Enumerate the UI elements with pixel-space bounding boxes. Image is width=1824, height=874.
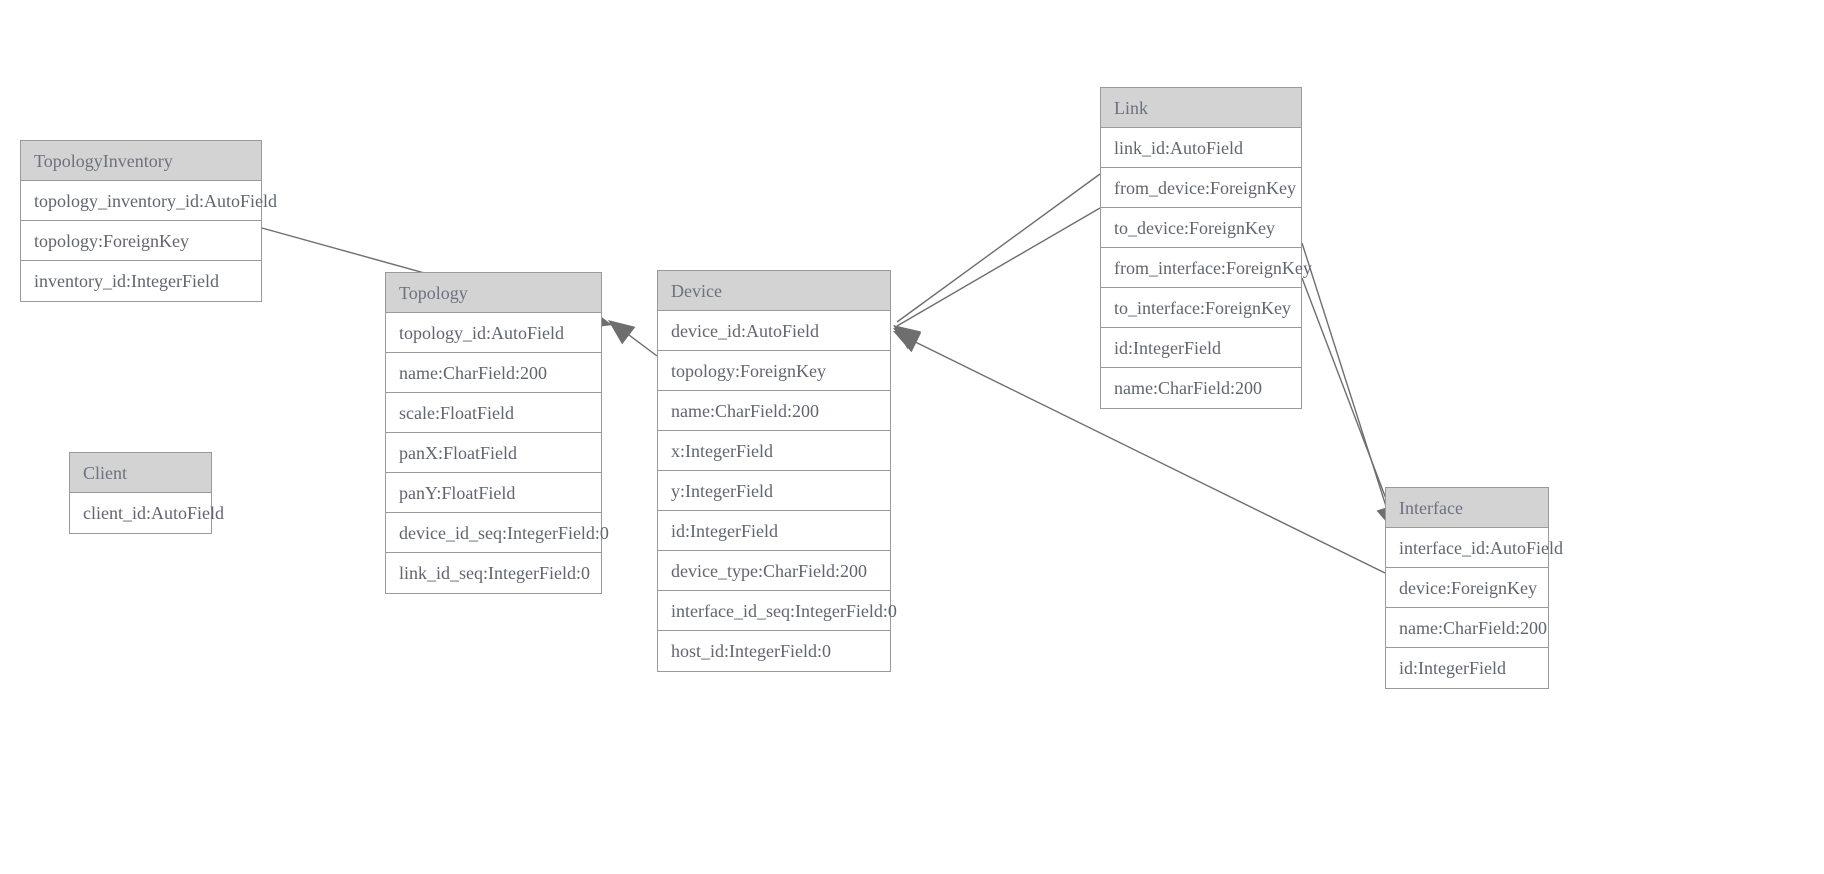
entity-field-row: name:CharField:200 [1386,608,1548,648]
entity-field-row: device_id_seq:IntegerField:0 [386,513,609,553]
entity-field-row: panY:FloatField [386,473,601,513]
entity-field-row: name:CharField:200 [1101,368,1301,408]
entity-field-row: interface_id_seq:IntegerField:0 [658,591,897,631]
entity-field-row: id:IntegerField [1101,328,1301,368]
arrowhead [893,331,922,353]
entity-field-row: id:IntegerField [658,511,890,551]
entity-field-row: topology_inventory_id:AutoField [21,181,277,221]
entity-field-row: link_id:AutoField [1101,128,1301,168]
entity-field-row: link_id_seq:IntegerField:0 [386,553,601,593]
entity-field-row: client_id:AutoField [70,493,224,533]
arrowhead [893,328,922,351]
entity-title-device: Device [658,271,890,311]
relationship-link-from-device [893,173,1101,350]
entity-field-row: topology_id:AutoField [386,313,601,353]
entity-field-row: device_type:CharField:200 [658,551,890,591]
entity-title-topology: Topology [386,273,601,313]
entity-field-row: to_interface:ForeignKey [1101,288,1301,328]
entity-field-row: interface_id:AutoField [1386,528,1563,568]
entity-field-row: from_interface:ForeignKey [1101,248,1312,288]
entity-field-row: inventory_id:IntegerField [21,261,261,301]
arrowhead [893,325,921,350]
arrowhead [608,320,636,345]
entity-field-row: x:IntegerField [658,431,890,471]
entity-field-row: id:IntegerField [1386,648,1548,688]
entity-title-client: Client [70,453,211,493]
entity-field-row: y:IntegerField [658,471,890,511]
entity-field-row: topology:ForeignKey [21,221,261,261]
entity-title-topology_inventory: TopologyInventory [21,141,261,181]
entity-title-link: Link [1101,88,1301,128]
entity-field-row: device_id:AutoField [658,311,890,351]
entity-field-row: scale:FloatField [386,393,601,433]
entity-field-row: from_device:ForeignKey [1101,168,1301,208]
relationship-link-from-interface [1301,242,1398,532]
entity-field-row: to_device:ForeignKey [1101,208,1301,248]
relationship-link-to-device [893,207,1101,351]
entity-field-row: host_id:IntegerField:0 [658,631,890,671]
relationship-device-topology [608,320,658,357]
entity-field-row: name:CharField:200 [658,391,890,431]
entity-field-row: topology:ForeignKey [658,351,890,391]
entity-title-interface: Interface [1386,488,1548,528]
entity-field-row: name:CharField:200 [386,353,601,393]
entity-field-row: device:ForeignKey [1386,568,1548,608]
entity-field-row: panX:FloatField [386,433,601,473]
